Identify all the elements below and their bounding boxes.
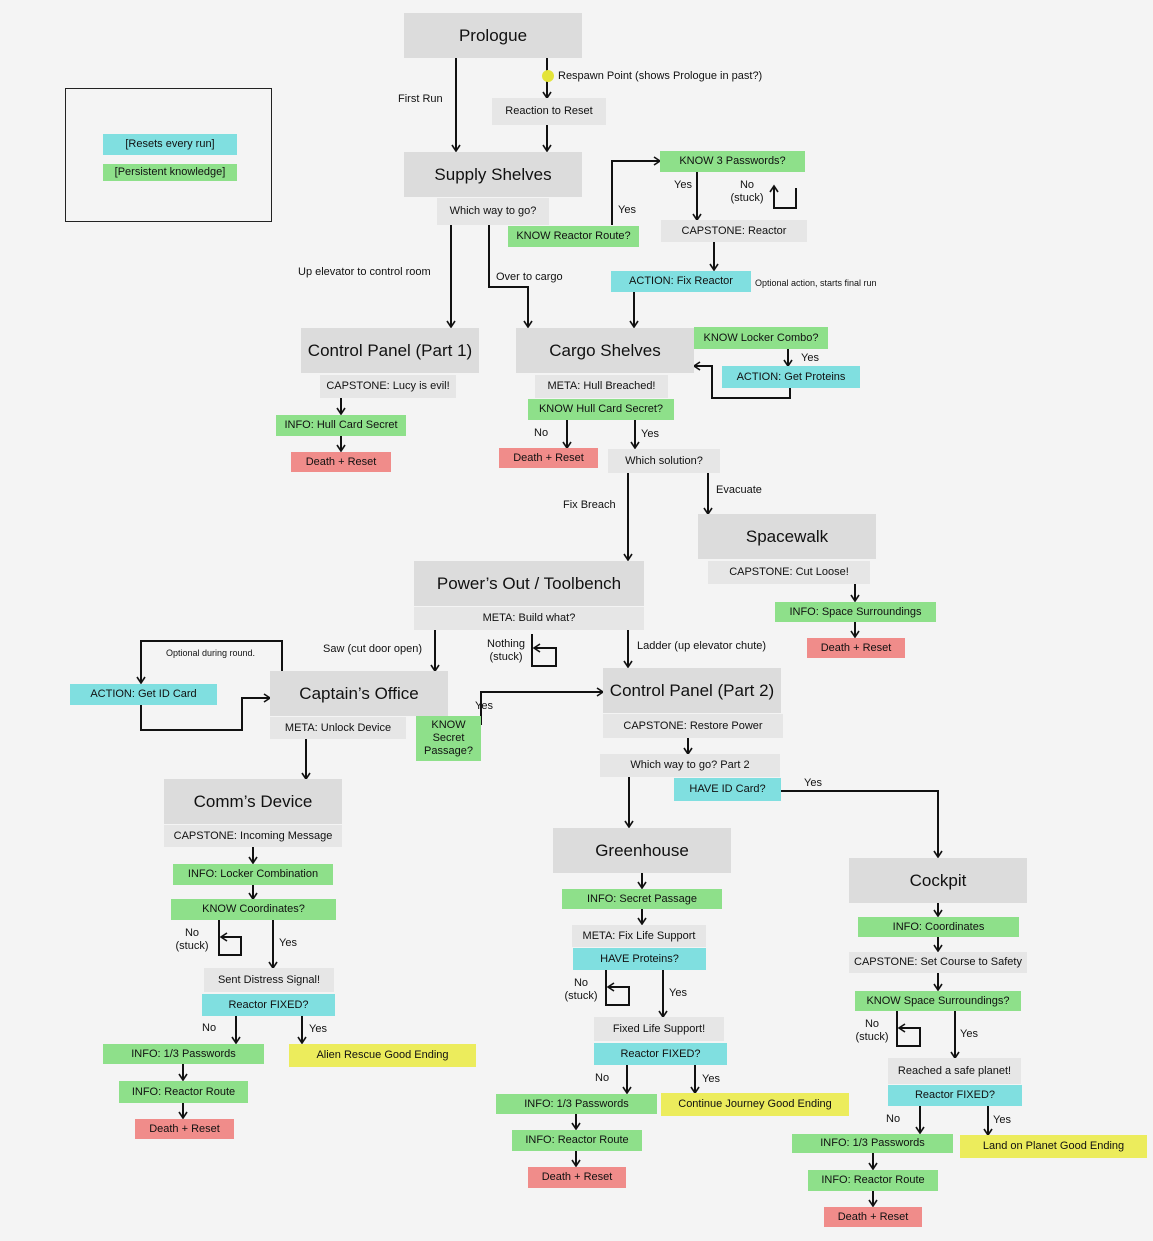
node-meta-hull-breached: META: Hull Breached! bbox=[535, 375, 668, 398]
label-no-reactor-2: No bbox=[595, 1072, 610, 1084]
node-action-fix-reactor: ACTION: Fix Reactor bbox=[611, 271, 751, 292]
node-info-hull-card: INFO: Hull Card Secret bbox=[276, 415, 406, 436]
node-prologue: Prologue bbox=[404, 13, 582, 58]
node-control-panel-1: Control Panel (Part 1) bbox=[301, 328, 479, 373]
node-capstone-set-course: CAPSTONE: Set Course to Safety bbox=[849, 952, 1027, 973]
label-no-stuck-coordinates: No (stuck) bbox=[175, 927, 209, 952]
legend-persistent-knowledge: [Persistent knowledge] bbox=[103, 164, 237, 181]
label-yes-reactor-3: Yes bbox=[993, 1114, 1011, 1126]
node-death-5: Death + Reset bbox=[528, 1167, 626, 1188]
node-have-proteins: HAVE Proteins? bbox=[573, 948, 706, 970]
node-alien-rescue-ending: Alien Rescue Good Ending bbox=[289, 1044, 476, 1067]
label-saw: Saw (cut door open) bbox=[323, 643, 423, 655]
node-greenhouse: Greenhouse bbox=[553, 828, 731, 873]
node-reactor-fixed-1: Reactor FIXED? bbox=[202, 994, 335, 1016]
node-know-hull-card: KNOW Hull Card Secret? bbox=[528, 399, 674, 420]
node-info-secret-passage: INFO: Secret Passage bbox=[562, 889, 722, 909]
label-fix-breach: Fix Breach bbox=[563, 499, 616, 511]
node-sent-distress: Sent Distress Signal! bbox=[204, 968, 334, 992]
node-captains-office: Captain’s Office bbox=[270, 671, 448, 716]
legend: [Resets every run] [Persistent knowledge… bbox=[65, 88, 272, 222]
label-yes-reactor-route: Yes bbox=[618, 204, 636, 216]
label-yes-coordinates: Yes bbox=[279, 937, 297, 949]
node-meta-build-what: META: Build what? bbox=[414, 607, 644, 630]
label-yes-locker: Yes bbox=[801, 352, 819, 364]
label-no-stuck-surroundings: No (stuck) bbox=[855, 1018, 889, 1043]
label-first-run: First Run bbox=[398, 93, 443, 105]
node-reaction-to-reset: Reaction to Reset bbox=[492, 98, 606, 125]
node-info-reactor-route-2: INFO: Reactor Route bbox=[512, 1130, 642, 1151]
node-capstone-lucy: CAPSTONE: Lucy is evil! bbox=[320, 375, 456, 398]
label-no-reactor-1: No bbox=[202, 1022, 217, 1034]
node-info-reactor-route-1: INFO: Reactor Route bbox=[119, 1081, 248, 1103]
label-yes-proteins: Yes bbox=[669, 987, 687, 999]
label-no-reactor-3: No bbox=[886, 1113, 901, 1125]
label-evacuate: Evacuate bbox=[716, 484, 762, 496]
node-reactor-fixed-2: Reactor FIXED? bbox=[594, 1043, 727, 1065]
node-action-get-proteins: ACTION: Get Proteins bbox=[722, 366, 860, 388]
node-info-passwords-2: INFO: 1/3 Passwords bbox=[496, 1094, 657, 1114]
label-over-to-cargo: Over to cargo bbox=[496, 271, 563, 283]
label-respawn-point: Respawn Point (shows Prologue in past?) bbox=[558, 70, 763, 82]
node-info-reactor-route-3: INFO: Reactor Route bbox=[808, 1170, 938, 1191]
node-which-solution: Which solution? bbox=[608, 449, 720, 473]
node-meta-unlock-device: META: Unlock Device bbox=[270, 717, 406, 739]
node-reactor-fixed-3: Reactor FIXED? bbox=[888, 1085, 1022, 1106]
node-spacewalk: Spacewalk bbox=[698, 514, 876, 559]
label-ladder: Ladder (up elevator chute) bbox=[637, 640, 767, 652]
node-info-passwords-3: INFO: 1/3 Passwords bbox=[792, 1134, 953, 1153]
node-land-on-planet-ending: Land on Planet Good Ending bbox=[960, 1135, 1147, 1158]
node-continue-journey-ending: Continue Journey Good Ending bbox=[661, 1093, 849, 1116]
node-capstone-cut-loose: CAPSTONE: Cut Loose! bbox=[708, 561, 870, 584]
node-death-3: Death + Reset bbox=[807, 638, 905, 658]
node-know-secret-passage: KNOW Secret Passage? bbox=[416, 716, 481, 761]
node-capstone-reactor: CAPSTONE: Reactor bbox=[661, 220, 807, 242]
respawn-point-marker bbox=[542, 70, 554, 82]
node-know-coordinates: KNOW Coordinates? bbox=[171, 899, 336, 920]
node-know-reactor-route: KNOW Reactor Route? bbox=[508, 226, 639, 247]
node-have-id-card: HAVE ID Card? bbox=[674, 778, 781, 801]
label-no-hull: No bbox=[534, 427, 549, 439]
label-yes-3-passwords: Yes bbox=[674, 179, 692, 191]
node-death-4: Death + Reset bbox=[135, 1119, 234, 1139]
label-yes-surroundings: Yes bbox=[960, 1028, 978, 1040]
node-info-passwords-1: INFO: 1/3 Passwords bbox=[103, 1044, 264, 1064]
node-supply-shelves: Supply Shelves bbox=[404, 152, 582, 197]
node-death-2: Death + Reset bbox=[499, 448, 598, 468]
node-info-space-surroundings: INFO: Space Surroundings bbox=[775, 602, 936, 622]
node-fixed-life-support: Fixed Life Support! bbox=[594, 1017, 724, 1041]
node-cargo-shelves: Cargo Shelves bbox=[516, 328, 694, 373]
label-yes-reactor-2: Yes bbox=[702, 1073, 720, 1085]
label-yes-hull: Yes bbox=[641, 428, 659, 440]
node-know-3-passwords: KNOW 3 Passwords? bbox=[660, 151, 805, 172]
node-info-coordinates: INFO: Coordinates bbox=[858, 917, 1019, 937]
label-nothing-stuck: Nothing (stuck) bbox=[487, 638, 525, 663]
node-capstone-incoming: CAPSTONE: Incoming Message bbox=[164, 825, 342, 847]
node-know-space-surroundings: KNOW Space Surroundings? bbox=[855, 991, 1021, 1011]
node-which-way: Which way to go? bbox=[437, 198, 549, 225]
label-up-elevator: Up elevator to control room bbox=[298, 266, 431, 278]
label-no-stuck-proteins: No (stuck) bbox=[564, 977, 598, 1002]
legend-resets-every-run: [Resets every run] bbox=[103, 134, 237, 155]
node-comms-device: Comm’s Device bbox=[164, 779, 342, 824]
label-optional-action: Optional action, starts final run bbox=[755, 278, 877, 288]
node-capstone-restore-power: CAPSTONE: Restore Power bbox=[603, 714, 783, 738]
node-death-1: Death + Reset bbox=[291, 452, 391, 472]
node-cockpit: Cockpit bbox=[849, 858, 1027, 903]
node-know-locker-combo: KNOW Locker Combo? bbox=[694, 327, 828, 349]
node-reached-safe-planet: Reached a safe planet! bbox=[888, 1058, 1021, 1084]
node-control-panel-2: Control Panel (Part 2) bbox=[603, 668, 781, 713]
node-power-out: Power’s Out / Toolbench bbox=[414, 561, 644, 606]
node-death-6: Death + Reset bbox=[824, 1207, 922, 1227]
node-action-get-id-card: ACTION: Get ID Card bbox=[70, 684, 217, 705]
node-meta-fix-life-support: META: Fix Life Support bbox=[572, 925, 706, 947]
label-yes-secret-passage: Yes bbox=[475, 700, 493, 712]
node-which-way-2: Which way to go? Part 2 bbox=[600, 754, 780, 777]
node-info-locker-combination: INFO: Locker Combination bbox=[173, 864, 333, 885]
label-no-stuck-3-passwords: No (stuck) bbox=[730, 179, 764, 204]
label-yes-id-card: Yes bbox=[804, 777, 822, 789]
label-optional-during-round: Optional during round. bbox=[166, 648, 256, 658]
label-yes-reactor-1: Yes bbox=[309, 1023, 327, 1035]
